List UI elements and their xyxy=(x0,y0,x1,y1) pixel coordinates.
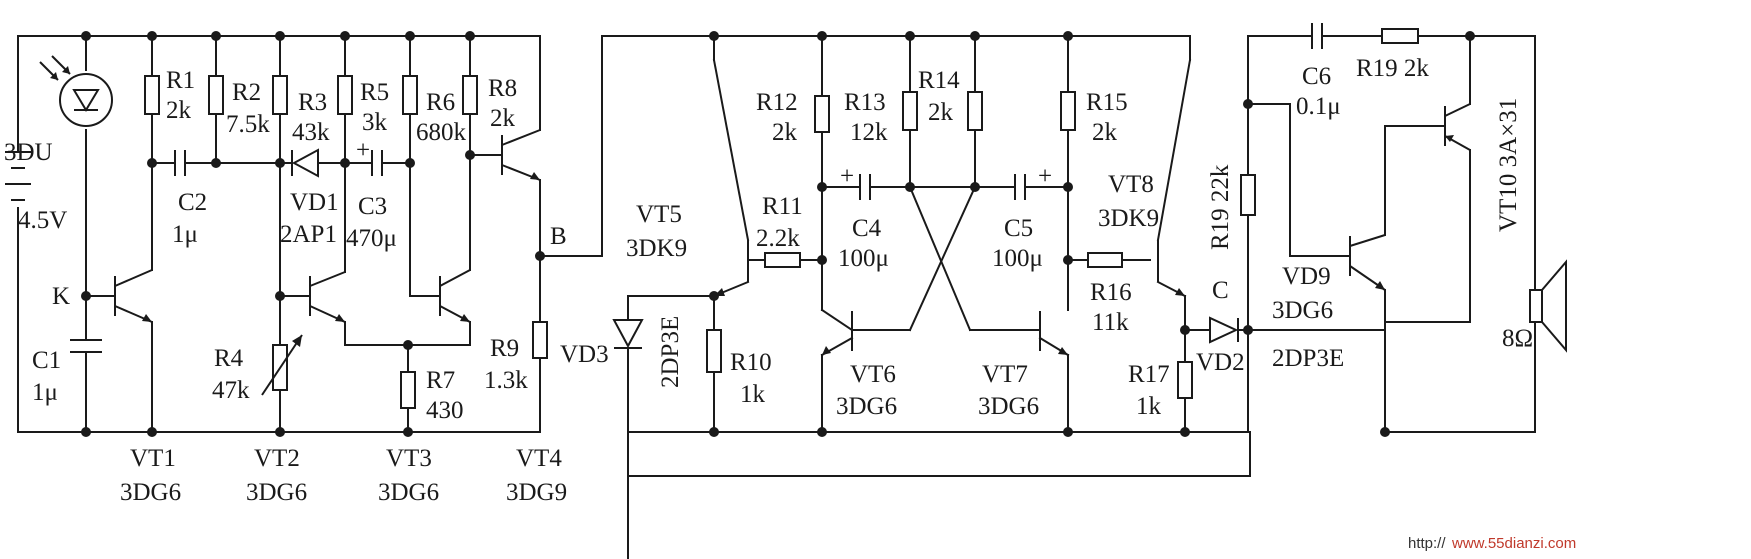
label-battery: 4.5V xyxy=(18,207,67,234)
label-r6: R6 xyxy=(426,89,455,116)
label-vd2: VD2 xyxy=(1196,349,1245,376)
label-vt3: VT3 xyxy=(386,445,432,472)
label-r17-value: 1k xyxy=(1136,393,1162,420)
label-3du: 3DU xyxy=(4,139,53,166)
label-vd3: VD3 xyxy=(560,341,609,368)
label-node-k: K xyxy=(52,283,70,310)
label-r4-value: 47k xyxy=(212,377,250,404)
label-c4-plus: + xyxy=(840,163,854,190)
label-r8-value: 2k xyxy=(490,105,516,132)
label-vt5: VT5 xyxy=(636,201,682,228)
label-vt3-value: 3DG6 xyxy=(378,479,439,506)
label-vt5-value: 3DK9 xyxy=(626,235,687,262)
speaker xyxy=(1529,259,1567,353)
label-c3: C3 xyxy=(358,193,387,220)
label-vt6: VT6 xyxy=(850,361,896,388)
label-r13-value: 12k xyxy=(850,119,888,146)
label-r17: R17 xyxy=(1128,361,1170,388)
label-r7-value: 430 xyxy=(426,397,464,424)
label-r5: R5 xyxy=(360,79,389,106)
label-r7: R7 xyxy=(426,367,455,394)
label-r1-value: 2k xyxy=(166,97,192,124)
label-r2: R2 xyxy=(232,79,261,106)
capacitors xyxy=(70,23,1323,391)
label-vt4-value: 3DG9 xyxy=(506,479,567,506)
label-r13: R13 xyxy=(844,89,886,116)
resistors xyxy=(144,28,1419,409)
label-vd1-value: 2AP1 xyxy=(280,221,337,248)
label-r8: R8 xyxy=(488,75,517,102)
label-r6-value: 680k xyxy=(416,119,467,146)
photodiode-3du xyxy=(39,55,113,127)
label-r3-value: 43k xyxy=(292,119,330,146)
label-vd1: VD1 xyxy=(290,189,339,216)
label-r3: R3 xyxy=(298,89,327,116)
watermark-site: www.55dianzi.com xyxy=(1451,535,1576,552)
label-r12-value: 2k xyxy=(772,119,798,146)
label-c4-value: 100μ xyxy=(838,245,889,272)
label-r4: R4 xyxy=(214,345,244,372)
label-r10-value: 1k xyxy=(740,381,766,408)
label-c2-value: 1μ xyxy=(172,221,198,248)
label-vt4: VT4 xyxy=(516,445,562,472)
label-r9: R9 xyxy=(490,335,519,362)
label-vt1-value: 3DG6 xyxy=(120,479,181,506)
junctions xyxy=(81,31,1475,437)
r4-variable-arrow xyxy=(261,334,303,396)
label-c3-plus: + xyxy=(356,137,370,164)
label-vt2: VT2 xyxy=(254,445,300,472)
label-r1: R1 xyxy=(166,67,195,94)
battery xyxy=(5,151,31,201)
label-r11-value: 2.2k xyxy=(756,225,800,252)
label-r9-value: 1.3k xyxy=(484,367,528,394)
label-r14: R14 xyxy=(918,67,960,94)
label-r5-value: 3k xyxy=(362,109,388,136)
label-vt1: VT1 xyxy=(130,445,176,472)
label-vt2-value: 3DG6 xyxy=(246,479,307,506)
middle-wiring xyxy=(601,35,1386,559)
label-c1: C1 xyxy=(32,347,61,374)
label-r19-2k: R19 2k xyxy=(1356,55,1429,82)
label-c5-value: 100μ xyxy=(992,245,1043,272)
label-vd9-value: 3DG6 xyxy=(1272,297,1333,324)
label-c1-value: 1μ xyxy=(32,379,58,406)
label-node-b: B xyxy=(550,223,567,250)
label-c5-plus: + xyxy=(1038,163,1052,190)
label-r15: R15 xyxy=(1086,89,1128,116)
label-r16-value: 11k xyxy=(1092,309,1129,336)
label-r2-value: 7.5k xyxy=(226,111,270,138)
label-vd9: VD9 xyxy=(1282,263,1331,290)
transistors xyxy=(114,103,1471,355)
label-node-c: C xyxy=(1212,277,1229,304)
label-vt8: VT8 xyxy=(1108,171,1154,198)
diodes xyxy=(291,148,1239,349)
label-vt8-value: 3DK9 xyxy=(1098,205,1159,232)
label-r11: R11 xyxy=(762,193,803,220)
label-c3-value: 470μ xyxy=(346,225,397,252)
label-vt6-value: 3DG6 xyxy=(836,393,897,420)
label-vd2-value: 2DP3E xyxy=(1272,345,1344,372)
right-wiring xyxy=(1247,35,1536,433)
label-vd3-value: 2DP3E xyxy=(657,316,684,388)
label-r14-value: 2k xyxy=(928,99,954,126)
label-r16: R16 xyxy=(1090,279,1132,306)
label-speaker: 8Ω xyxy=(1502,325,1533,352)
label-vt7-value: 3DG6 xyxy=(978,393,1039,420)
label-c6-value: 0.1μ xyxy=(1296,93,1341,120)
label-vt7: VT7 xyxy=(982,361,1028,388)
label-c2: C2 xyxy=(178,189,207,216)
label-r12: R12 xyxy=(756,89,798,116)
label-c5: C5 xyxy=(1004,215,1033,242)
label-vt10: VT10 3A×31 xyxy=(1495,98,1522,232)
label-c4: C4 xyxy=(852,215,882,242)
label-c6: C6 xyxy=(1302,63,1331,90)
watermark-prefix: http:// xyxy=(1408,535,1446,552)
labels: 3DU 4.5V K C1 1μ R1 2k R2 7.5k R3 43k R5… xyxy=(4,55,1576,552)
label-r10: R10 xyxy=(730,349,772,376)
label-r15-value: 2k xyxy=(1092,119,1118,146)
label-r19-22k: R19 22k xyxy=(1207,164,1234,250)
